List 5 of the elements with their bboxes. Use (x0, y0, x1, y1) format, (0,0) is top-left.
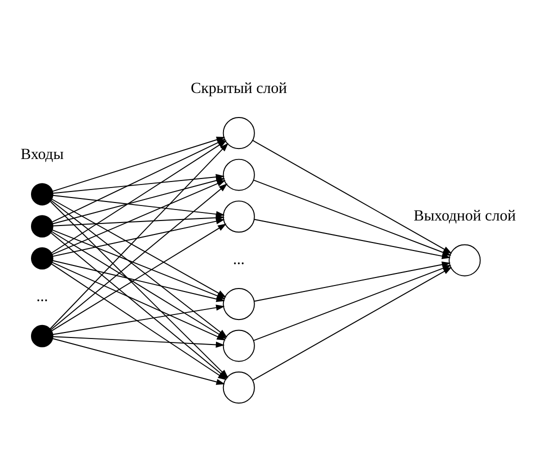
label: Скрытый слой (190, 80, 287, 97)
label: Входы (20, 146, 64, 163)
label: ... (36, 287, 48, 304)
label: Выходной слой (414, 206, 516, 224)
label: ... (233, 250, 245, 268)
